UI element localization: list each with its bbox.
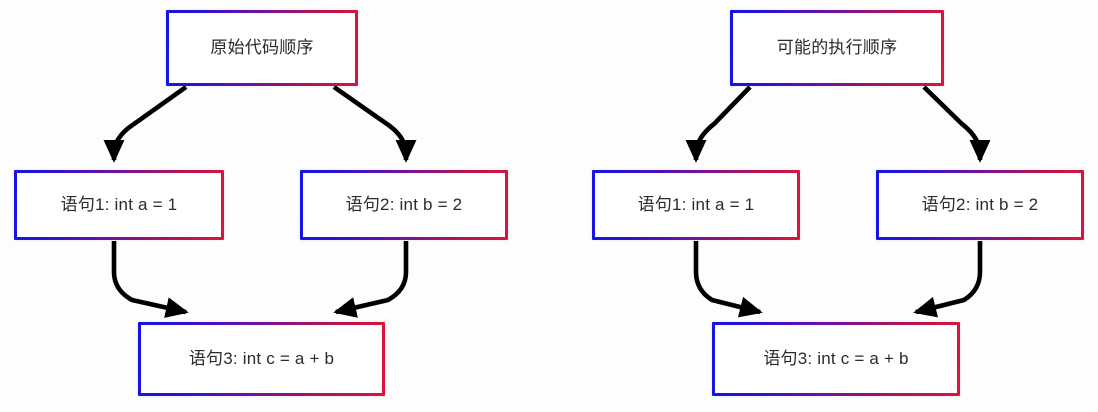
node-label: 语句1: int a = 1 <box>637 194 755 214</box>
edge-stmt1-to-stmt3-right <box>693 241 763 318</box>
edge-root-to-stmt1-right <box>685 85 752 163</box>
node-label: 语句1: int a = 1 <box>60 194 178 214</box>
node-original-stmt2[interactable]: 语句2: int b = 2 <box>300 170 508 240</box>
edge-root-to-stmt2-left <box>332 85 417 163</box>
node-label: 可能的执行顺序 <box>776 37 898 57</box>
node-execution-stmt1[interactable]: 语句1: int a = 1 <box>592 170 800 240</box>
node-execution-stmt3[interactable]: 语句3: int c = a + b <box>712 322 960 396</box>
node-original-root[interactable]: 原始代码顺序 <box>166 10 358 86</box>
node-execution-stmt2[interactable]: 语句2: int b = 2 <box>876 170 1084 240</box>
node-label: 语句2: int b = 2 <box>921 194 1039 214</box>
edge-stmt2-to-stmt3-right <box>913 241 983 318</box>
edge-root-to-stmt2-right <box>922 85 991 163</box>
node-original-stmt1[interactable]: 语句1: int a = 1 <box>14 170 224 240</box>
node-original-stmt3[interactable]: 语句3: int c = a + b <box>138 322 385 396</box>
node-execution-root[interactable]: 可能的执行顺序 <box>730 10 944 86</box>
edge-root-to-stmt1-left <box>103 85 188 163</box>
node-label: 语句3: int c = a + b <box>188 348 335 368</box>
node-label: 语句2: int b = 2 <box>345 194 463 214</box>
edge-stmt2-to-stmt3-left <box>333 241 409 318</box>
edge-stmt1-to-stmt3-left <box>111 241 189 318</box>
node-label: 原始代码顺序 <box>210 37 314 57</box>
node-label: 语句3: int c = a + b <box>763 348 909 368</box>
